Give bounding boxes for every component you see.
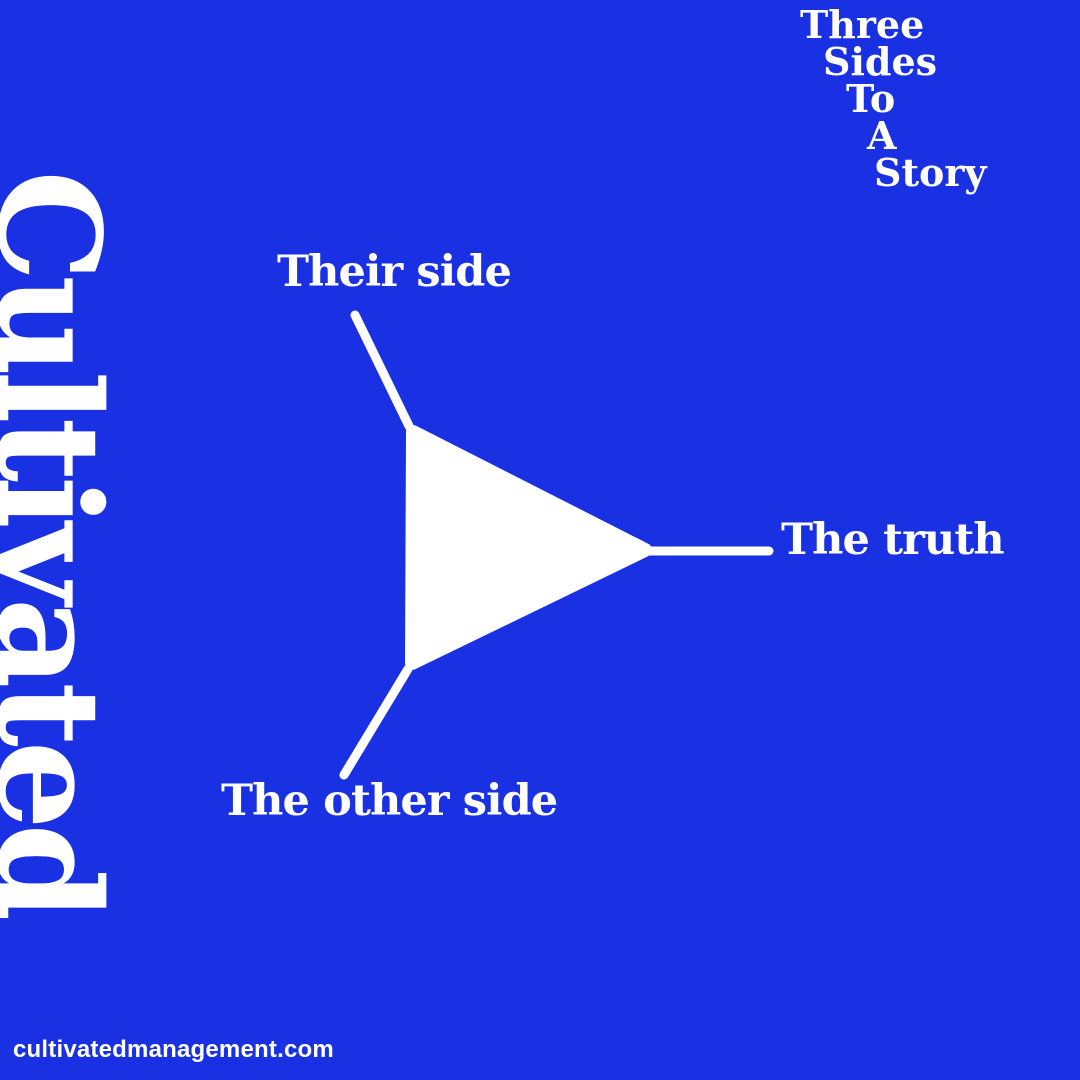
title-line: To [846, 76, 896, 121]
label-the-truth: The truth [781, 515, 1005, 565]
title-line: Three [800, 2, 925, 47]
title-line: A [867, 113, 897, 158]
title-line: Story [874, 150, 987, 195]
title-line: Sides [823, 39, 938, 84]
website-url: cultivatedmanagement.com [13, 1036, 334, 1063]
label-their-side: Their side [277, 247, 512, 297]
triangle-shape [405, 425, 652, 670]
connector-line-the-other-side [339, 664, 413, 780]
label-the-other-side: The other side [221, 776, 558, 826]
connector-line-their-side [350, 310, 414, 431]
poster-title: Three Sides To A Story [800, 2, 987, 195]
